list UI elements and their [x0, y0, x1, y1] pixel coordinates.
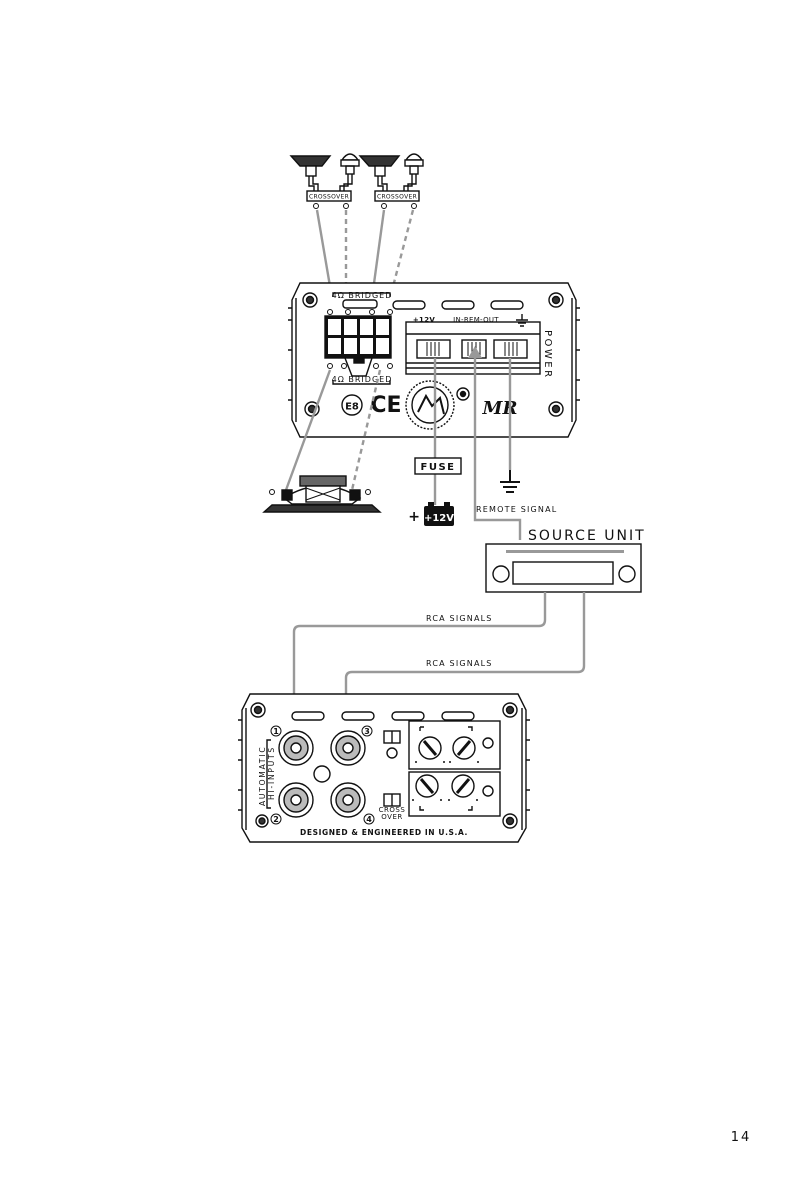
crossover-right-label: CROSSOVER: [377, 194, 417, 201]
channel-3-badge: 3: [364, 727, 370, 736]
battery-label: +12V: [424, 513, 454, 524]
in-rem-out-label: IN-REM-OUT: [453, 316, 499, 324]
remote-signal-label: REMOTE SIGNAL: [476, 505, 557, 514]
crossover-left-label: CROSSOVER: [309, 194, 349, 201]
power-label: POWER: [542, 330, 553, 380]
hi-inputs-label: HI-INPUTS: [267, 746, 276, 800]
svg-text:+: +: [408, 509, 420, 525]
bridged-top-label: 4Ω BRIDGED: [332, 291, 393, 300]
e8-mark: E8: [345, 402, 359, 413]
bridged-bottom-label: 4Ω BRIDGED: [332, 375, 393, 384]
amp-plus-12v-label: +12V: [413, 316, 436, 324]
fuse-label: FUSE: [421, 462, 456, 473]
channel-4-badge: 4: [366, 815, 372, 824]
source-unit-label: SOURCE UNIT: [528, 528, 646, 544]
ce-mark: CE: [370, 393, 401, 418]
page-number: 14: [731, 1130, 752, 1145]
channel-2-badge: 2: [273, 815, 279, 824]
crossover-terminals: [314, 204, 417, 209]
automatic-label: AUTOMATIC: [258, 746, 267, 806]
channel-1-badge: 1: [273, 727, 279, 736]
source-unit: [486, 544, 641, 592]
mr-logo: MR: [482, 398, 518, 419]
over-label: OVER: [381, 813, 402, 821]
subwoofer: [264, 476, 380, 512]
rca-signals-label-2: RCA SIGNALS: [426, 659, 493, 668]
ground-symbol: [500, 470, 520, 492]
rca-signals-label-1: RCA SIGNALS: [426, 614, 493, 623]
designed-engineered-label: DESIGNED & ENGINEERED IN U.S.A.: [300, 828, 468, 837]
